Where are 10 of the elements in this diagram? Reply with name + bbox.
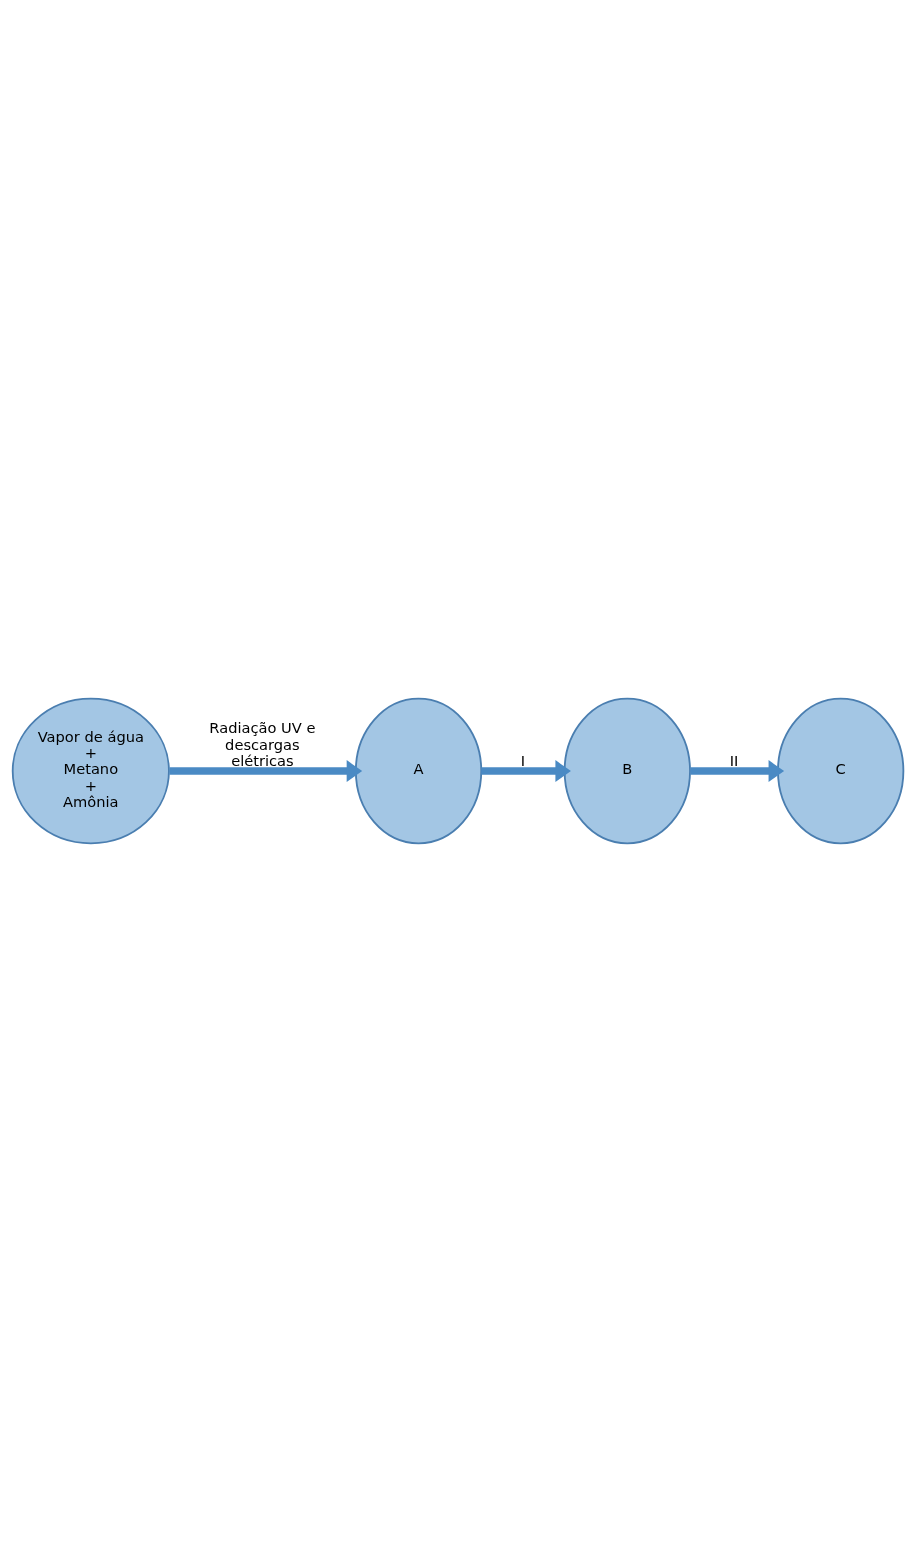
node-ellipse: C — [777, 697, 905, 844]
node-ellipse: A — [354, 697, 483, 844]
edge-label: I — [520, 751, 526, 769]
arrow — [481, 759, 571, 782]
arrow — [169, 759, 363, 782]
edge-label: II — [729, 751, 739, 769]
node-ellipse: B — [563, 697, 691, 844]
arrow — [690, 759, 785, 782]
node-circle: Vapor de água + Metano + Amônia — [11, 697, 170, 844]
edge-label: Radiação UV e descargas elétricas — [209, 718, 316, 769]
